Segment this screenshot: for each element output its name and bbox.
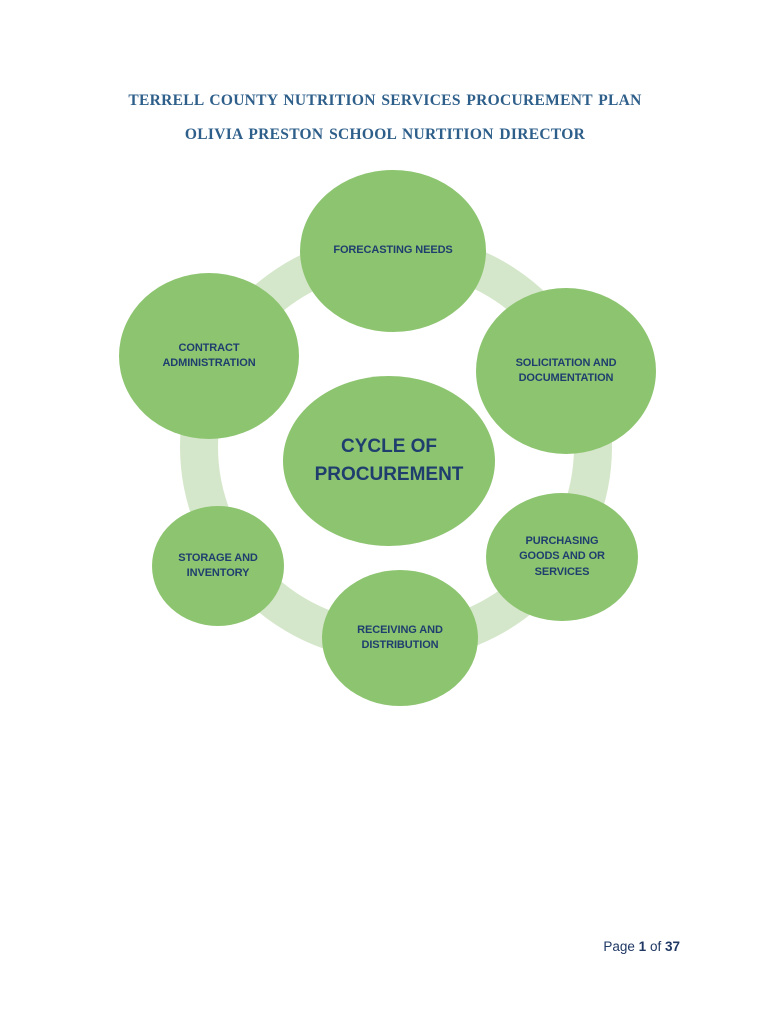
node-receiving-distribution: RECEIVING AND DISTRIBUTION [322, 570, 478, 706]
node-solicitation-documentation: SOLICITATION AND DOCUMENTATION [476, 288, 656, 454]
node-storage-inventory: STORAGE AND INVENTORY [152, 506, 284, 626]
node-forecasting-needs-label: FORECASTING NEEDS [333, 244, 453, 257]
footer-total-pages: 37 [664, 939, 680, 954]
page-title-line2: OLIVIA PRESTON SCHOOL NURTITION DIRECTOR [184, 126, 586, 143]
footer-of-word: of [649, 939, 662, 954]
node-solicitation-documentation-label: SOLICITATION AND DOCUMENTATION [515, 356, 617, 384]
footer-page-number: 1 [638, 939, 647, 954]
node-contract-administration-label: CONTRACT ADMINISTRATION [162, 341, 256, 369]
node-forecasting-needs: FORECASTING NEEDS [300, 170, 486, 332]
page-footer: Page 1 of 37 [603, 939, 680, 954]
node-purchasing-goods-services: PURCHASING GOODS AND OR SERVICES [486, 493, 638, 621]
node-cycle-of-procurement-label: CYCLE OF PROCUREMENT [314, 436, 464, 485]
title-block: TERRELL COUNTY NUTRITION SERVICES PROCUR… [65, 84, 705, 152]
footer-page-word: Page [603, 939, 635, 954]
procurement-cycle-diagram: FORECASTING NEEDS CONTRACT ADMINISTRATIO… [119, 170, 656, 706]
node-purchasing-goods-services-label: PURCHASING GOODS AND OR SERVICES [519, 534, 605, 578]
node-cycle-of-procurement: CYCLE OF PROCUREMENT [283, 376, 495, 546]
page-title-line1: TERRELL COUNTY NUTRITION SERVICES PROCUR… [128, 92, 642, 109]
node-receiving-distribution-label: RECEIVING AND DISTRIBUTION [357, 623, 443, 651]
node-contract-administration: CONTRACT ADMINISTRATION [119, 273, 299, 439]
node-storage-inventory-label: STORAGE AND INVENTORY [178, 551, 258, 579]
